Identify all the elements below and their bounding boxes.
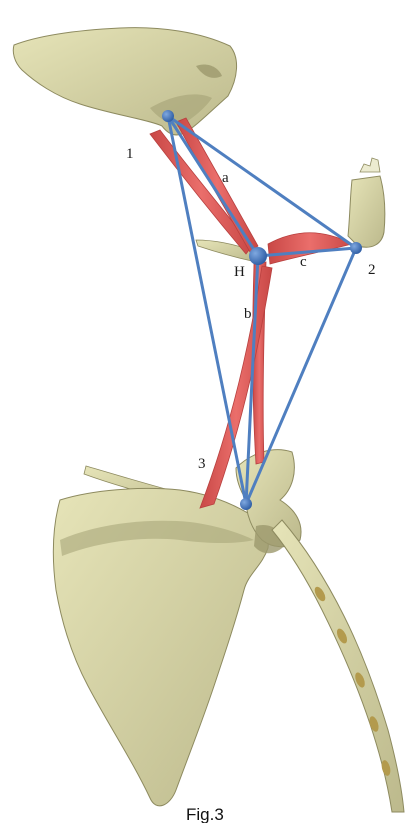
node-2 (350, 242, 362, 254)
muscle-a (176, 118, 258, 252)
label-point-h: H (234, 264, 245, 280)
figure-caption: Fig.3 (186, 805, 224, 823)
node-1 (162, 110, 174, 122)
scapula-bone (53, 450, 301, 806)
mandible-bone (348, 158, 385, 247)
node-3 (240, 498, 252, 510)
label-point-2: 2 (368, 262, 376, 278)
label-muscle-c: c (300, 254, 307, 270)
label-muscle-a: a (222, 170, 229, 186)
spine-bone (272, 520, 404, 812)
node-h (249, 247, 267, 265)
label-muscle-b: b (244, 306, 252, 322)
skull-base-bone (13, 28, 236, 135)
label-point-3: 3 (198, 456, 206, 472)
label-point-1: 1 (126, 146, 134, 162)
